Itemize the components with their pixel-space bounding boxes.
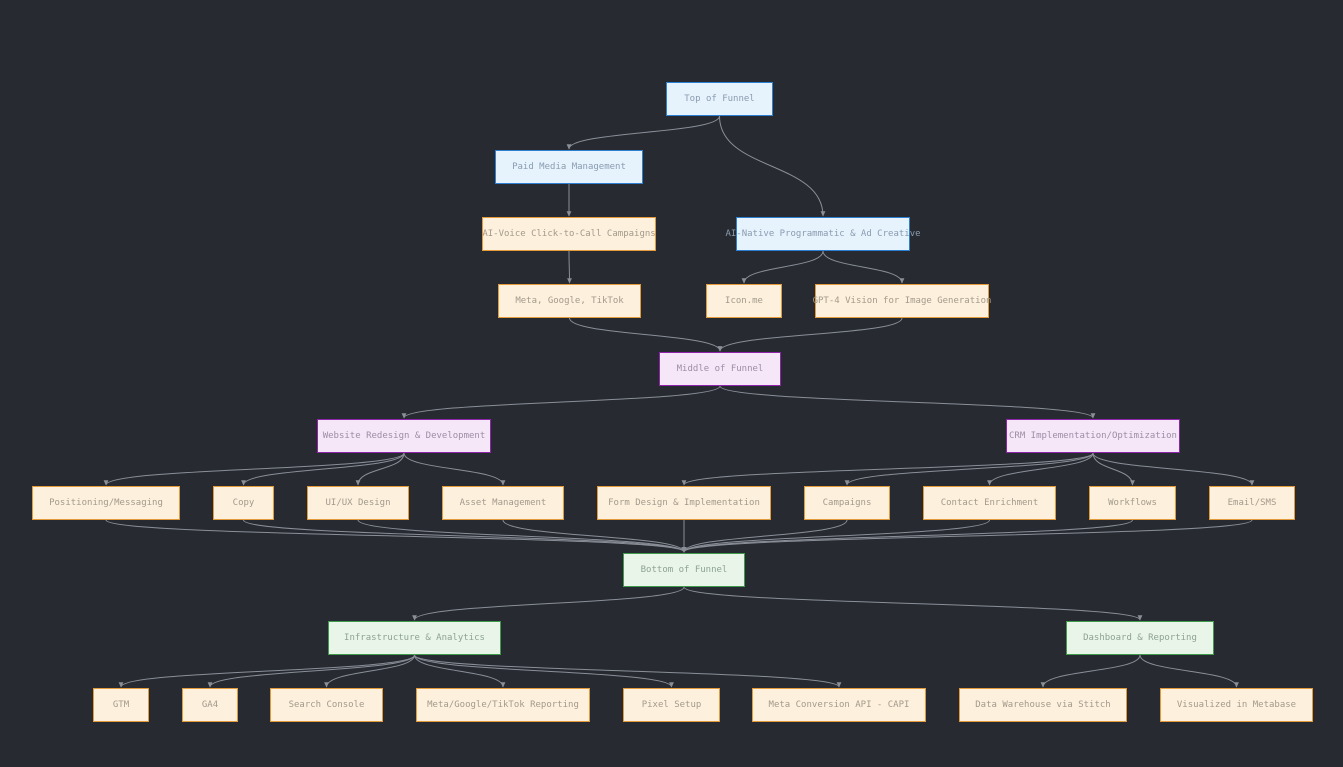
edge-infra-to-search — [324, 654, 415, 688]
edge-infra-to-gtm — [118, 654, 415, 688]
node-label: Icon.me — [725, 296, 763, 306]
node-email-sms: Email/SMS — [1209, 486, 1295, 520]
node-label: Top of Funnel — [684, 94, 755, 104]
edge-campaigns-to-bottom — [681, 519, 848, 553]
edge-uiux-to-bottom — [357, 519, 687, 553]
node-label: Search Console — [288, 700, 365, 710]
edge-meta_google-to-middle — [569, 317, 723, 352]
edge-bottom-to-dash — [683, 586, 1143, 621]
edge-web-to-copy — [241, 452, 405, 486]
node-ga4: GA4 — [182, 688, 238, 722]
node-data-warehouse: Data Warehouse via Stitch — [959, 688, 1127, 722]
node-visualized-in-metabase: Visualized in Metabase — [1160, 688, 1313, 722]
edge-crm-to-workflows — [1092, 452, 1135, 486]
node-ui-ux-design: UI/UX Design — [307, 486, 409, 520]
edge-bottom-to-infra — [412, 586, 685, 621]
node-search-console: Search Console — [270, 688, 383, 722]
node-label: Bottom of Funnel — [640, 565, 728, 575]
edge-top-to-paid — [566, 115, 720, 150]
node-label: Visualized in Metabase — [1176, 700, 1297, 710]
node-label: AI-Voice Click-to-Call Campaigns — [482, 229, 656, 239]
node-ai-voice-click-to-call: AI-Voice Click-to-Call Campaigns — [482, 217, 656, 251]
node-label: Email/SMS — [1227, 498, 1277, 508]
node-label: Campaigns — [822, 498, 872, 508]
edge-dash-to-metabase — [1139, 654, 1239, 688]
node-label: CRM Implementation/Optimization — [1009, 431, 1177, 441]
node-label: Asset Management — [459, 498, 547, 508]
edge-prog-to-gpt4 — [822, 250, 905, 284]
edge-contact-to-bottom — [681, 519, 990, 553]
node-crm-implementation: CRM Implementation/Optimization — [1006, 419, 1180, 453]
edge-workflows-to-bottom — [681, 519, 1133, 553]
node-label: Infrastructure & Analytics — [344, 633, 485, 643]
node-label: Middle of Funnel — [676, 364, 764, 374]
node-top-of-funnel: Top of Funnel — [666, 82, 773, 116]
node-dashboard-reporting: Dashboard & Reporting — [1066, 621, 1214, 655]
node-label: Workflows — [1108, 498, 1157, 508]
node-label: Copy — [232, 498, 255, 508]
node-meta-conversion-api: Meta Conversion API - CAPI — [752, 688, 926, 722]
edge-infra-to-ga4 — [207, 654, 415, 688]
node-positioning-messaging: Positioning/Messaging — [32, 486, 180, 520]
node-label: Positioning/Messaging — [49, 498, 163, 508]
node-label: GTM — [112, 700, 130, 710]
node-label: GPT-4 Vision for Image Generation — [812, 296, 992, 306]
edge-voice-to-meta_google — [567, 250, 572, 284]
node-meta-google-tiktok-reporting: Meta/Google/TikTok Reporting — [416, 688, 590, 722]
edge-crm-to-form — [681, 452, 1094, 486]
edge-web-to-positioning — [103, 452, 405, 486]
node-meta-google-tiktok: Meta, Google, TikTok — [498, 284, 641, 318]
node-workflows: Workflows — [1089, 486, 1176, 520]
node-label: Paid Media Management — [512, 162, 626, 172]
node-label: Contact Enrichment — [940, 498, 1039, 508]
edge-prog-to-iconme — [741, 250, 824, 284]
edge-infra-to-capi — [414, 654, 842, 688]
edge-web-to-asset — [403, 452, 506, 486]
edge-web-to-uiux — [355, 452, 405, 486]
node-gtm: GTM — [93, 688, 149, 722]
node-form-design: Form Design & Implementation — [597, 486, 771, 520]
edge-positioning-to-bottom — [105, 519, 687, 553]
edge-infra-to-pixel — [414, 654, 674, 688]
edge-middle-to-web — [401, 385, 721, 419]
node-campaigns: Campaigns — [804, 486, 890, 520]
node-middle-of-funnel: Middle of Funnel — [659, 352, 781, 386]
node-infrastructure-analytics: Infrastructure & Analytics — [328, 621, 501, 655]
edge-crm-to-contact — [987, 452, 1094, 486]
node-label: Data Warehouse via Stitch — [975, 700, 1111, 710]
node-asset-management: Asset Management — [442, 486, 564, 520]
node-label: Meta, Google, TikTok — [515, 296, 624, 306]
node-label: UI/UX Design — [325, 498, 391, 508]
edge-email-to-bottom — [681, 519, 1253, 553]
node-label: AI-Native Programmatic & Ad Creative — [725, 229, 921, 239]
node-contact-enrichment: Contact Enrichment — [923, 486, 1056, 520]
node-ai-native-programmatic: AI-Native Programmatic & Ad Creative — [725, 217, 921, 251]
edge-crm-to-campaigns — [844, 452, 1094, 486]
node-paid-media-management: Paid Media Management — [495, 150, 643, 184]
edge-gpt4-to-middle — [717, 317, 903, 352]
node-gpt4-vision: GPT-4 Vision for Image Generation — [812, 284, 992, 318]
edge-crm-to-email — [1092, 452, 1255, 486]
node-label: Meta/Google/TikTok Reporting — [427, 700, 579, 710]
edge-asset-to-bottom — [502, 519, 687, 553]
edge-dash-to-warehouse — [1040, 654, 1141, 688]
edge-middle-to-crm — [719, 385, 1096, 419]
edge-copy-to-bottom — [243, 519, 687, 553]
node-bottom-of-funnel: Bottom of Funnel — [623, 553, 745, 587]
node-label: Pixel Setup — [641, 700, 702, 710]
node-label: Website Redesign & Development — [322, 431, 486, 441]
node-label: Dashboard & Reporting — [1083, 633, 1197, 643]
node-icon-me: Icon.me — [706, 284, 782, 318]
node-pixel-setup: Pixel Setup — [623, 688, 720, 722]
node-label: GA4 — [201, 700, 219, 710]
node-website-redesign: Website Redesign & Development — [317, 419, 491, 453]
node-label: Form Design & Implementation — [608, 498, 760, 508]
edge-top-to-prog — [719, 115, 826, 217]
node-label: Meta Conversion API - CAPI — [768, 700, 910, 710]
node-copy: Copy — [213, 486, 274, 520]
edge-infra-to-reporting — [414, 654, 506, 688]
